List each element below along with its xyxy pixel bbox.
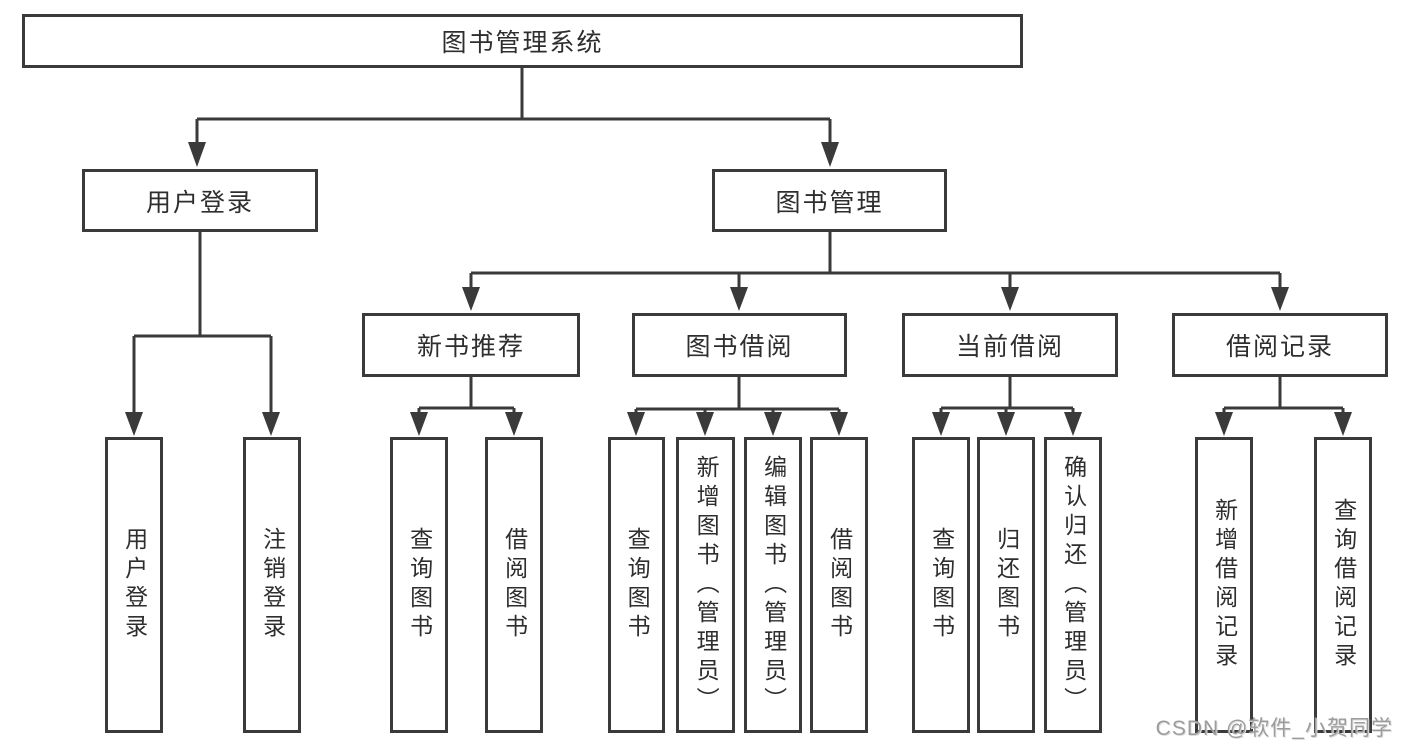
- leaf-query-books-borrow: 查询图书: [608, 437, 665, 733]
- node-user-login: 用户登录: [82, 169, 318, 232]
- leaf-add-borrow-record: 新增借阅记录: [1195, 437, 1253, 733]
- leaf-confirm-return-admin: 确认归还（管理员）: [1044, 437, 1102, 733]
- leaf-user-login: 用户登录: [105, 437, 163, 733]
- arrowheads: [125, 142, 1352, 436]
- leaf-edit-books-admin: 编辑图书（管理员）: [744, 437, 802, 733]
- connector-new-book-recommendation: [417, 377, 516, 414]
- connector-current-borrowing: [939, 377, 1075, 414]
- node-book-management: 图书管理: [712, 169, 947, 232]
- connector-user-login: [132, 232, 273, 413]
- leaf-query-books-recommend: 查询图书: [390, 437, 448, 733]
- connector-root: [195, 67, 832, 143]
- node-current-borrowing: 当前借阅: [902, 313, 1118, 377]
- connector-borrowing-records: [1222, 377, 1345, 414]
- connector-book-borrowing: [634, 377, 841, 414]
- node-borrowing-records: 借阅记录: [1172, 313, 1388, 377]
- leaf-query-borrow-record: 查询借阅记录: [1314, 437, 1372, 733]
- csdn-watermark: CSDN @软件_小贺同学: [1155, 717, 1393, 740]
- leaf-borrow-books-recommend: 借阅图书: [485, 437, 543, 733]
- leaf-return-books: 归还图书: [977, 437, 1035, 733]
- connector-book-management: [469, 232, 1282, 288]
- node-new-book-recommendation: 新书推荐: [362, 313, 580, 377]
- leaf-query-books-current: 查询图书: [912, 437, 970, 733]
- node-book-borrowing: 图书借阅: [632, 313, 847, 377]
- leaf-borrow-books: 借阅图书: [810, 437, 868, 733]
- leaf-logout: 注销登录: [243, 437, 301, 733]
- leaf-add-books-admin: 新增图书（管理员）: [676, 437, 735, 733]
- node-library-system: 图书管理系统: [22, 14, 1023, 68]
